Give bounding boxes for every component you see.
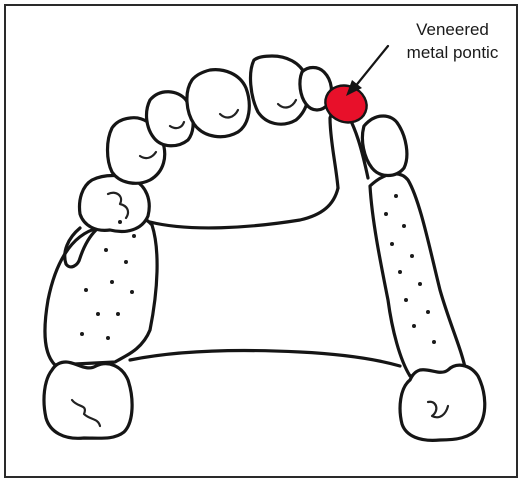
right-saddle: [370, 174, 466, 376]
callout-line-1: Veneered: [385, 18, 520, 41]
callout-line-2: metal pontic: [385, 41, 520, 64]
left-saddle: [45, 215, 157, 365]
anterior-connector: [150, 188, 338, 228]
left-central-incisor: [187, 70, 249, 137]
right-canine: [362, 116, 406, 176]
left-molar: [44, 362, 132, 438]
right-molar: [400, 365, 485, 440]
callout-arrow: [346, 46, 388, 96]
pontic-callout-label: Veneered metal pontic: [385, 18, 520, 64]
posterior-connector: [130, 351, 400, 366]
